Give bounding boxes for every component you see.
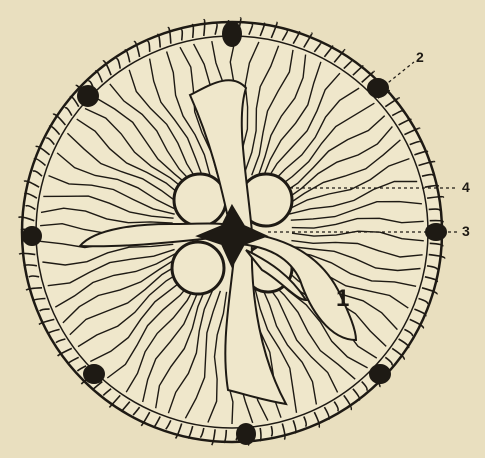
- rhopalium-lower-right: [370, 365, 390, 383]
- leader-line-2: [384, 62, 414, 86]
- label-3: 3: [462, 223, 470, 239]
- label-4: 4: [462, 179, 470, 195]
- fringe-lappet: [271, 426, 272, 436]
- label-1: 1: [336, 285, 349, 312]
- rhopalium-upper-right: [368, 79, 388, 97]
- fringe-lappet: [204, 20, 205, 36]
- rhopalium-bottom: [237, 424, 255, 444]
- rhopalium-left: [23, 227, 41, 245]
- rhopalium-upper-left: [78, 86, 98, 106]
- gonad-lower-left: [172, 242, 224, 294]
- label-2: 2: [416, 49, 424, 65]
- gonad-upper-left: [174, 174, 226, 226]
- rhopalium-lower-left: [84, 365, 104, 383]
- rhopalium-top: [223, 22, 241, 46]
